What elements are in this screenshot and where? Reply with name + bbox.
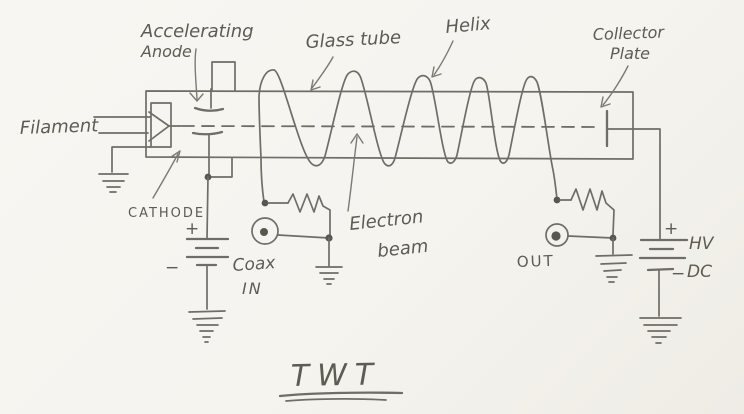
resistor-zigzag [288, 194, 330, 236]
coax-connector-circle [546, 224, 568, 246]
cathode-arrow [153, 151, 180, 198]
dc-label: DC [687, 262, 712, 282]
ground-symbol [189, 311, 225, 342]
helix-coil [259, 70, 557, 202]
labels: Accelerating Anode Glass tube Helix Coll… [19, 13, 665, 298]
hv-battery: + − HV DC [640, 219, 715, 343]
electron-beam-arrow [348, 134, 363, 211]
out-label: OUT [517, 252, 556, 271]
coax-wire [278, 235, 329, 238]
coax-in-label-line1: Coax [232, 253, 277, 276]
title-underline-1 [280, 393, 402, 396]
electron-gun [94, 103, 181, 192]
cathode-chevron [149, 112, 169, 141]
coax-in-label-line2: IN [242, 279, 263, 298]
junction-dot [553, 196, 561, 204]
cathode-box [151, 103, 171, 147]
collector-plate-label-line1: Collector [592, 22, 665, 44]
diagram-title: TWT [291, 357, 382, 394]
electron-beam-label-line2: beam [376, 236, 429, 262]
anode-arrow [190, 49, 203, 101]
ground-symbol [99, 174, 128, 192]
coax-connector-pin [260, 228, 268, 236]
coax-out-circuit [546, 189, 632, 282]
coax-connector-pin [551, 231, 561, 241]
anode-step-wire [208, 158, 232, 177]
cathode-label: CATHODE [128, 206, 205, 221]
helix-label: Helix [445, 13, 492, 38]
filament-label: Filament [19, 115, 99, 139]
coax-connector-circle [252, 218, 278, 244]
helix [259, 70, 557, 202]
electron-beam-label-line1: Electron [348, 206, 424, 235]
junction-dot [261, 199, 269, 207]
anode-lower-plate [193, 132, 222, 134]
title-block: TWT [280, 357, 402, 401]
glass-tube-arrow [311, 57, 333, 90]
title-underline-2 [286, 399, 386, 401]
cathode-ground-wire [112, 147, 151, 172]
cathode-battery: + − [165, 177, 228, 342]
minus-sign: − [671, 264, 685, 284]
glass-tube-label: Glass tube [305, 27, 401, 53]
glass-tube-outline [146, 91, 633, 159]
ground-symbol [316, 267, 342, 284]
hv-label: HV [689, 234, 715, 254]
anode-upper-plate [195, 108, 223, 111]
coax-wire [568, 236, 613, 238]
glass-tube [146, 91, 633, 159]
collector-wire [607, 129, 660, 240]
plus-sign: + [185, 219, 199, 239]
helix-arrow [432, 41, 453, 77]
ground-symbol [640, 318, 681, 343]
electron-beam-dashed-line [182, 126, 600, 127]
anode-top-notch [212, 62, 235, 91]
ground-symbol [596, 255, 632, 282]
collector-arrow [601, 66, 628, 107]
accelerating-anode-label-line1: Accelerating [140, 21, 254, 42]
collector-plate [607, 111, 660, 240]
collector-plate-label-line2: Plate [610, 44, 650, 63]
battery-wire-top [207, 177, 208, 239]
accelerating-anode [193, 62, 235, 181]
accelerating-anode-label-line2: Anode [140, 42, 192, 61]
resistor-zigzag [571, 189, 614, 235]
plus-sign: + [664, 219, 678, 239]
minus-sign: − [165, 258, 179, 278]
coax-in-circuit [252, 194, 342, 284]
